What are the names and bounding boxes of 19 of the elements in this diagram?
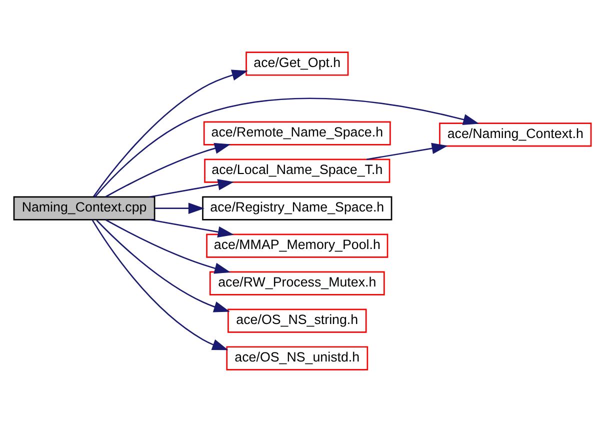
arrow — [96, 219, 230, 312]
arrow — [150, 218, 234, 237]
node-box: Naming_Context.cpp — [13, 196, 156, 220]
node-box: ace/OS_NS_unistd.h — [226, 346, 368, 370]
node-box: ace/Remote_Name_Space.h — [203, 120, 391, 145]
node-box: ace/Registry_Name_Space.h — [202, 196, 392, 220]
node-box: ace/MMAP_Memory_Pool.h — [206, 233, 388, 258]
node-box: ace/Naming_Context.h — [439, 122, 592, 146]
arrow — [155, 202, 204, 214]
node-box: ace/Get_Opt.h — [246, 51, 349, 76]
arrow — [92, 69, 248, 197]
node-box: ace/OS_NS_string.h — [228, 308, 367, 332]
arrow — [150, 178, 234, 198]
node-box: ace/Local_Name_Space_T.h — [204, 158, 390, 182]
arrow — [105, 218, 231, 274]
arrow — [92, 219, 228, 350]
node-box: ace/RW_Process_Mutex.h — [209, 270, 385, 295]
arrow — [105, 142, 231, 197]
arrow — [94, 97, 480, 197]
